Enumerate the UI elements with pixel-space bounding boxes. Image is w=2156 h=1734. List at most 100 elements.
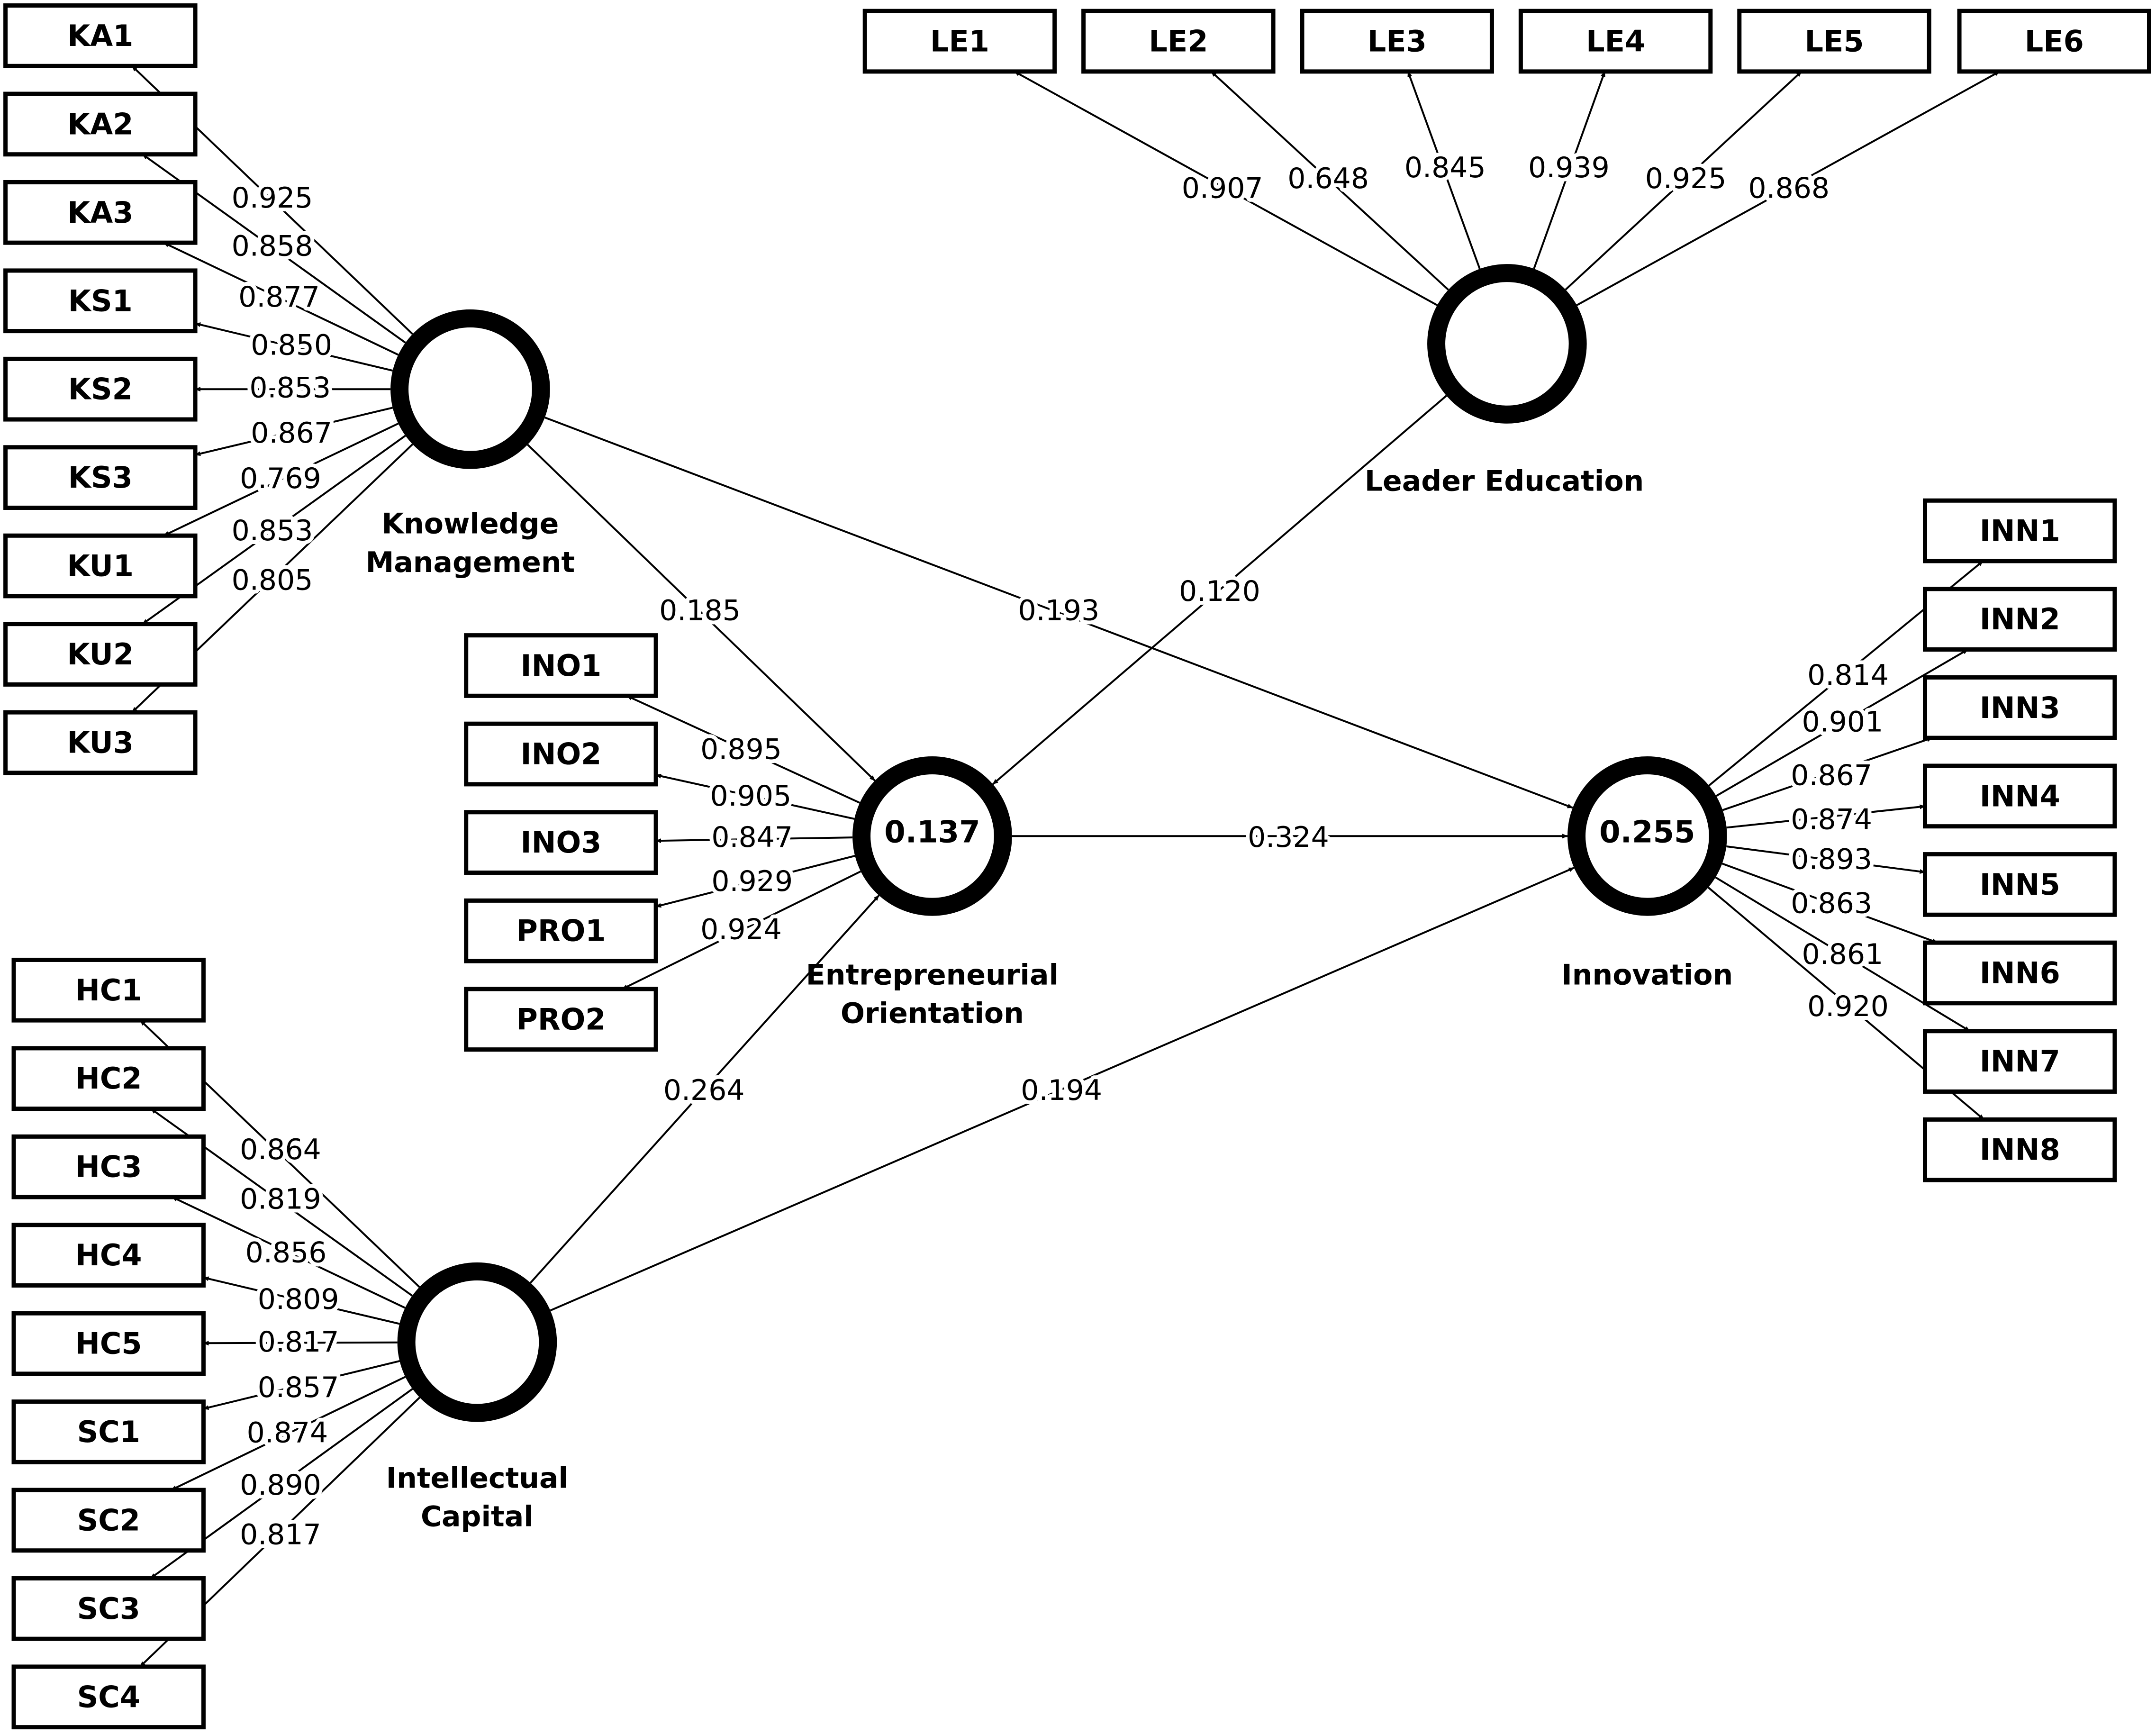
outer-loading-value: 0.853 xyxy=(249,371,331,404)
indicator-label: KS3 xyxy=(68,460,133,495)
indicator-box-le4 xyxy=(1518,9,1713,74)
loading-arrow-sc2 xyxy=(171,1376,406,1491)
path-coefficient: 0.185 xyxy=(659,594,741,627)
indicator-label: INN1 xyxy=(1980,514,2060,548)
indicator-label: HC1 xyxy=(75,973,142,1008)
indicator-label: KS1 xyxy=(68,283,133,318)
indicator-label: INN3 xyxy=(1980,690,2060,725)
outer-loading-value: 0.769 xyxy=(240,462,321,495)
indicator-box-hc4 xyxy=(11,1223,206,1288)
indicator-label: INO3 xyxy=(521,825,602,860)
indicator-box-inn5 xyxy=(1923,852,2117,917)
loading-arrow-inn2 xyxy=(1715,648,1969,797)
indicator-box-le2 xyxy=(1081,9,1276,74)
indicator-box-hc5 xyxy=(11,1311,206,1376)
indicator-label: KA3 xyxy=(67,195,133,230)
loading-arrow-inn4 xyxy=(1726,804,1926,829)
indicator-box-ku2 xyxy=(3,622,198,687)
loading-arrow-sc1 xyxy=(203,1360,400,1410)
indicator-box-inn8 xyxy=(1923,1117,2117,1182)
indicator-label: KU2 xyxy=(67,637,134,672)
outer-loading-value: 0.863 xyxy=(1791,887,1872,920)
indicator-box-hc3 xyxy=(11,1134,206,1199)
outer-loading-value: 0.648 xyxy=(1287,162,1369,195)
indicator-box-sc3 xyxy=(11,1576,206,1641)
outer-loading-value: 0.895 xyxy=(700,733,782,766)
loading-arrow-hc4 xyxy=(203,1276,400,1325)
loading-arrow-ka3 xyxy=(163,242,399,356)
outer-loading-value: 0.850 xyxy=(251,328,332,362)
loading-arrow-le2 xyxy=(1210,71,1449,291)
indicator-label: HC5 xyxy=(75,1326,142,1361)
indicator-label: KU3 xyxy=(67,725,134,760)
indicator-label: SC3 xyxy=(77,1591,140,1626)
loading-arrow-le4 xyxy=(1533,71,1606,269)
loading-arrow-inn6 xyxy=(1721,862,1938,944)
outer-loading-value: 0.874 xyxy=(1791,803,1872,836)
construct-name: Leader Education xyxy=(1365,465,1644,498)
outer-loading-value: 0.861 xyxy=(1802,938,1884,971)
outer-loading-value: 0.856 xyxy=(245,1236,327,1270)
indicator-box-ks1 xyxy=(3,268,198,334)
indicator-label: PRO2 xyxy=(516,1002,606,1036)
construct-name: Innovation xyxy=(1561,958,1733,991)
indicator-label: PRO1 xyxy=(516,914,606,948)
construct-name: Capital xyxy=(421,1500,534,1534)
outer-loading-value: 0.920 xyxy=(1807,990,1889,1023)
loading-arrow-ku1 xyxy=(163,422,399,537)
indicator-box-le1 xyxy=(862,9,1057,74)
indicator-box-le6 xyxy=(1957,9,2151,74)
path-coefficient: 0.264 xyxy=(663,1074,745,1107)
construct-circle-entrepreneurial-orientation xyxy=(852,756,1012,916)
indicator-box-le5 xyxy=(1737,9,1931,74)
indicator-box-ino2 xyxy=(464,721,658,787)
path-arrow-km-to-inv xyxy=(544,417,1573,809)
indicator-box-ku1 xyxy=(3,533,198,599)
outer-loading-value: 0.924 xyxy=(700,913,782,946)
outer-loading-value: 0.867 xyxy=(251,417,332,450)
edges-layer xyxy=(131,65,2000,1668)
loading-arrow-ino1 xyxy=(626,695,861,804)
indicator-label: KA1 xyxy=(67,18,133,53)
indicator-label: INN6 xyxy=(1980,956,2060,990)
indicator-box-sc4 xyxy=(11,1664,206,1730)
outer-loading-value: 0.864 xyxy=(240,1133,321,1166)
path-arrow-led-to-eo xyxy=(992,395,1447,785)
construct-circle-intellectual-capital xyxy=(397,1262,557,1422)
loading-arrow-ino2 xyxy=(655,773,855,820)
indicator-label: LE3 xyxy=(1368,24,1427,59)
indicator-label: HC4 xyxy=(75,1238,142,1272)
outer-loading-value: 0.925 xyxy=(232,182,313,215)
outer-loading-value: 0.874 xyxy=(247,1416,328,1450)
construct-name: Knowledge xyxy=(382,508,559,541)
loading-arrow-pro1 xyxy=(655,854,855,908)
loading-arrow-inn5 xyxy=(1726,845,1926,874)
indicator-label: INN2 xyxy=(1980,602,2060,636)
indicator-label: INN7 xyxy=(1980,1044,2060,1079)
path-coefficient: 0.194 xyxy=(1021,1074,1102,1107)
indicator-box-ino3 xyxy=(464,810,658,875)
indicator-box-ka1 xyxy=(3,3,198,68)
outer-loading-value: 0.907 xyxy=(1182,172,1263,205)
outer-loading-value: 0.939 xyxy=(1528,151,1610,184)
outer-loading-value: 0.905 xyxy=(710,780,791,813)
outer-loading-value: 0.857 xyxy=(258,1371,339,1404)
indicator-box-hc1 xyxy=(11,957,206,1023)
outer-loading-value: 0.809 xyxy=(258,1283,339,1316)
outer-loading-value: 0.901 xyxy=(1802,705,1884,738)
outer-loading-value: 0.868 xyxy=(1748,172,1830,205)
loading-arrow-inn7 xyxy=(1715,876,1971,1032)
indicator-label: INO1 xyxy=(521,648,602,683)
indicator-box-ka3 xyxy=(3,180,198,245)
outer-loading-value: 0.817 xyxy=(258,1325,339,1359)
indicator-label: KA2 xyxy=(67,107,133,141)
indicator-label: KS2 xyxy=(68,372,133,407)
outer-loading-value: 0.845 xyxy=(1404,151,1486,184)
path-coefficient: 0.120 xyxy=(1179,575,1260,608)
outer-loading-value: 0.814 xyxy=(1807,659,1889,692)
outer-loading-value: 0.853 xyxy=(232,514,313,547)
indicator-box-sc2 xyxy=(11,1488,206,1553)
loading-arrow-ks3 xyxy=(195,407,393,456)
constructs-layer xyxy=(390,264,1727,1422)
